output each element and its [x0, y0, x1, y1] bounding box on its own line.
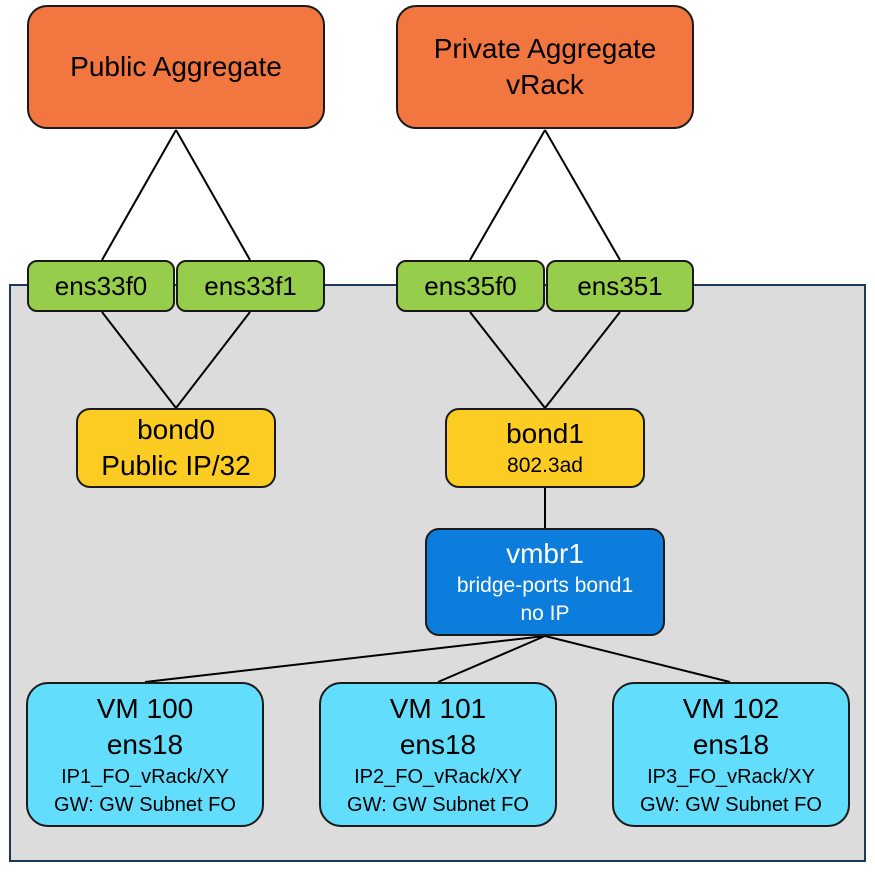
vm-102-ip: IP3_FO_vRack/XY [647, 765, 815, 788]
bond1-node: bond1 802.3ad [445, 408, 645, 488]
vm-101-ip: IP2_FO_vRack/XY [354, 765, 522, 788]
interface-ens33f0-label: ens33f0 [54, 270, 148, 301]
vm-102-gateway: GW: GW Subnet FO [640, 793, 822, 816]
vm-102-name: VM 102 [682, 692, 780, 724]
link-vmbr1-vm101 [437, 635, 546, 683]
vm-102-iface: ens18 [692, 728, 770, 760]
private-aggregate-sublabel: vRack [506, 69, 584, 100]
link-public-ens33f0 [101, 129, 177, 261]
interface-ens35f0: ens35f0 [396, 260, 545, 312]
link-ens351-bond1 [544, 311, 621, 409]
bond1-name: bond1 [506, 418, 584, 449]
interface-ens351: ens351 [546, 260, 694, 312]
private-aggregate-label: Private Aggregate [433, 33, 657, 64]
vmbr1-name: vmbr1 [506, 538, 584, 569]
link-private-ens35f0 [469, 129, 546, 261]
interface-ens351-label: ens351 [577, 270, 663, 301]
vm-102: VM 102 ens18 IP3_FO_vRack/XY GW: GW Subn… [612, 682, 850, 827]
vm-100-ip: IP1_FO_vRack/XY [61, 765, 229, 788]
public-aggregate-label: Public Aggregate [70, 51, 282, 82]
link-ens35f0-bond1 [469, 311, 546, 409]
vm-101-gateway: GW: GW Subnet FO [347, 793, 529, 816]
interface-ens35f0-label: ens35f0 [424, 270, 517, 301]
link-vmbr1-vm102 [544, 635, 731, 683]
bond0-detail: Public IP/32 [101, 450, 251, 481]
vm-100-iface: ens18 [106, 728, 184, 760]
interface-ens33f0: ens33f0 [27, 260, 175, 312]
bond0-node: bond0 Public IP/32 [76, 408, 276, 488]
link-public-ens33f1 [175, 129, 251, 261]
vmbr1-ports: bridge-ports bond1 [456, 574, 634, 597]
link-ens33f1-bond0 [175, 311, 251, 409]
link-vmbr1-vm100 [144, 635, 546, 683]
vm-101: VM 101 ens18 IP2_FO_vRack/XY GW: GW Subn… [319, 682, 557, 827]
public-aggregate: Public Aggregate [27, 5, 325, 129]
vm-101-name: VM 101 [389, 692, 487, 724]
link-private-ens351 [544, 129, 621, 261]
vm-100-name: VM 100 [96, 692, 194, 724]
vm-100: VM 100 ens18 IP1_FO_vRack/XY GW: GW Subn… [26, 682, 264, 827]
private-aggregate: Private Aggregate vRack [396, 5, 694, 129]
interface-ens33f1: ens33f1 [176, 260, 325, 312]
bond0-name: bond0 [137, 414, 215, 445]
link-ens33f0-bond0 [101, 311, 177, 409]
bond1-detail: 802.3ad [507, 454, 583, 477]
interface-ens33f1-label: ens33f1 [204, 270, 297, 301]
vmbr1-bridge: vmbr1 bridge-ports bond1 no IP [425, 528, 665, 636]
vm-101-iface: ens18 [399, 728, 477, 760]
vmbr1-ip: no IP [520, 602, 570, 625]
vm-100-gateway: GW: GW Subnet FO [54, 793, 236, 816]
